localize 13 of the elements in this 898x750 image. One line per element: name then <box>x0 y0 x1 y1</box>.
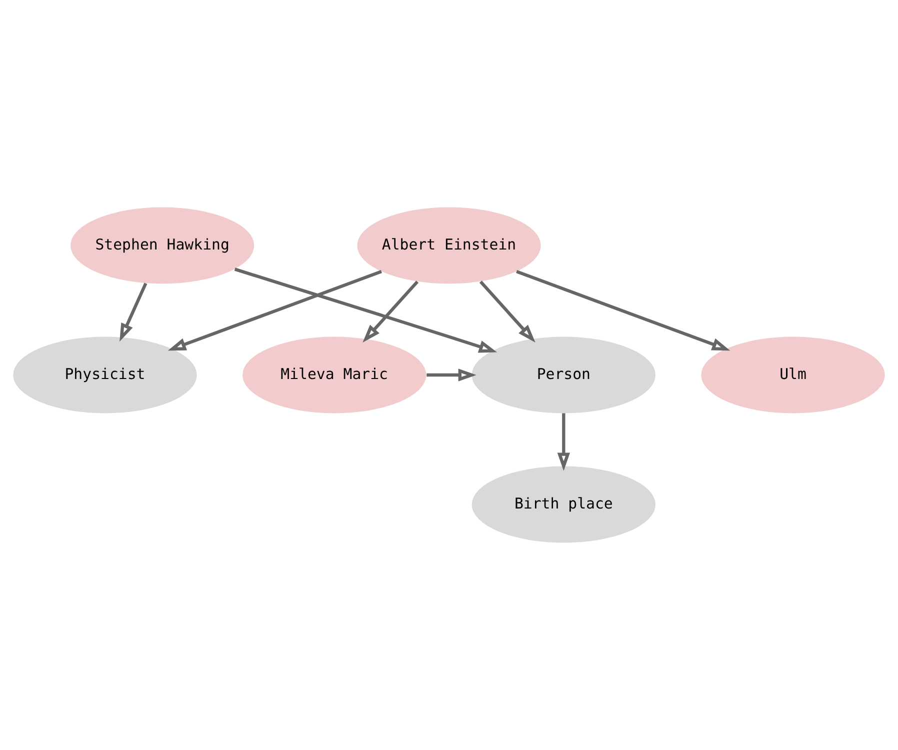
arrow <box>362 280 419 342</box>
arrow <box>516 270 730 351</box>
arrow <box>426 368 476 382</box>
arrow <box>120 282 148 342</box>
node-ellipse: Stephen Hawking <box>70 207 254 284</box>
arrow <box>168 270 382 351</box>
node-ellipse: Birth place <box>472 466 656 543</box>
arrow <box>234 268 498 353</box>
node-ellipse: Person <box>472 336 656 414</box>
node-ellipse: Mileva Maric <box>242 336 426 414</box>
arrow <box>557 413 570 471</box>
node-ellipse: Albert Einstein <box>357 207 541 284</box>
arrow <box>479 280 536 342</box>
